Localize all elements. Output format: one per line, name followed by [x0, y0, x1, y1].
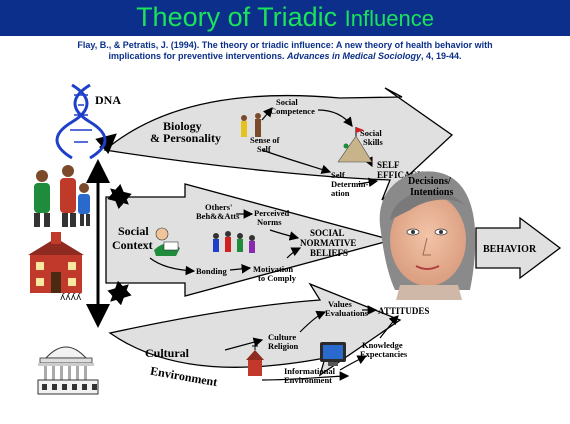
- church-icon: [246, 343, 264, 376]
- citation-line1: Flay, B., & Petratis, J. (1994). The the…: [77, 40, 493, 50]
- dna-label: DNA: [95, 93, 121, 107]
- social-competence-label: Social Competence: [270, 97, 315, 116]
- knowledge-label: Knowledge Expectancies: [360, 340, 408, 359]
- behavior-label: BEHAVIOR: [483, 244, 537, 255]
- title-bar: [0, 0, 570, 36]
- woman-face-icon: [379, 171, 476, 300]
- triadic-diagram: DNA ʎʎʎʎ: [28, 83, 562, 395]
- svg-text:ʎʎʎʎ: ʎʎʎʎ: [60, 293, 82, 303]
- slide-title: Theory of Triadic Influence: [0, 2, 570, 33]
- attitudes-label: ATTITUDES: [378, 306, 429, 316]
- government-building-icon: [37, 346, 99, 395]
- social-context-label: Social Context: [112, 224, 153, 252]
- computer-icon: [320, 342, 346, 366]
- school-icon: ʎʎʎʎ: [28, 232, 84, 303]
- values-label: Values Evaluations: [325, 299, 369, 318]
- dna-icon: [55, 83, 107, 160]
- crowd-icon: [213, 231, 255, 253]
- informational-label: Informational Environment: [284, 366, 337, 385]
- citation-line2-post: , 4, 19-44.: [421, 51, 462, 61]
- self-efficacy-label: SELF EFFICACY: [377, 160, 424, 180]
- bonding-label: Bonding: [196, 266, 227, 276]
- social-normative-label: SOCIAL NORMATIVE BELIEFS: [300, 228, 359, 258]
- self-determination-label: Self Determin- ation: [331, 170, 370, 198]
- family-connector: [107, 183, 132, 210]
- reading-child-icon: [154, 227, 180, 256]
- cultural-label: Cultural: [145, 346, 190, 360]
- motivation-label: Motivation to Comply: [253, 264, 297, 283]
- title-main: Theory of Triadic: [136, 2, 345, 32]
- title-end: Influence: [344, 6, 434, 31]
- decisions-label: Decisions/ Intentions: [408, 176, 453, 198]
- others-label: Others' Beh&&Atts: [196, 202, 240, 221]
- citation: Flay, B., & Petratis, J. (1994). The the…: [30, 40, 540, 62]
- people-meeting-icon: [241, 113, 261, 137]
- culture-religion-label: Culture Religion: [268, 332, 298, 351]
- behavior-arrow: [475, 216, 562, 280]
- citation-journal: Advances in Medical Sociology: [286, 51, 422, 61]
- perceived-norms-label: Perceived Norms: [254, 208, 291, 227]
- biology-arrow: [103, 87, 454, 201]
- social-internal-arrows: [149, 209, 302, 276]
- school-connector: [107, 280, 132, 306]
- social-skills-label: Social Skills: [360, 128, 384, 147]
- cultural-internal-arrows: [224, 305, 399, 381]
- biology-label: Biology & Personality: [150, 119, 221, 145]
- family-icon: [34, 165, 90, 227]
- mountain-climber-icon: [337, 127, 373, 163]
- sense-of-self-label: Sense of Self: [250, 135, 282, 154]
- citation-line2-pre: implications for preventive intervention…: [108, 51, 287, 61]
- environment-label: Environment: [149, 364, 218, 390]
